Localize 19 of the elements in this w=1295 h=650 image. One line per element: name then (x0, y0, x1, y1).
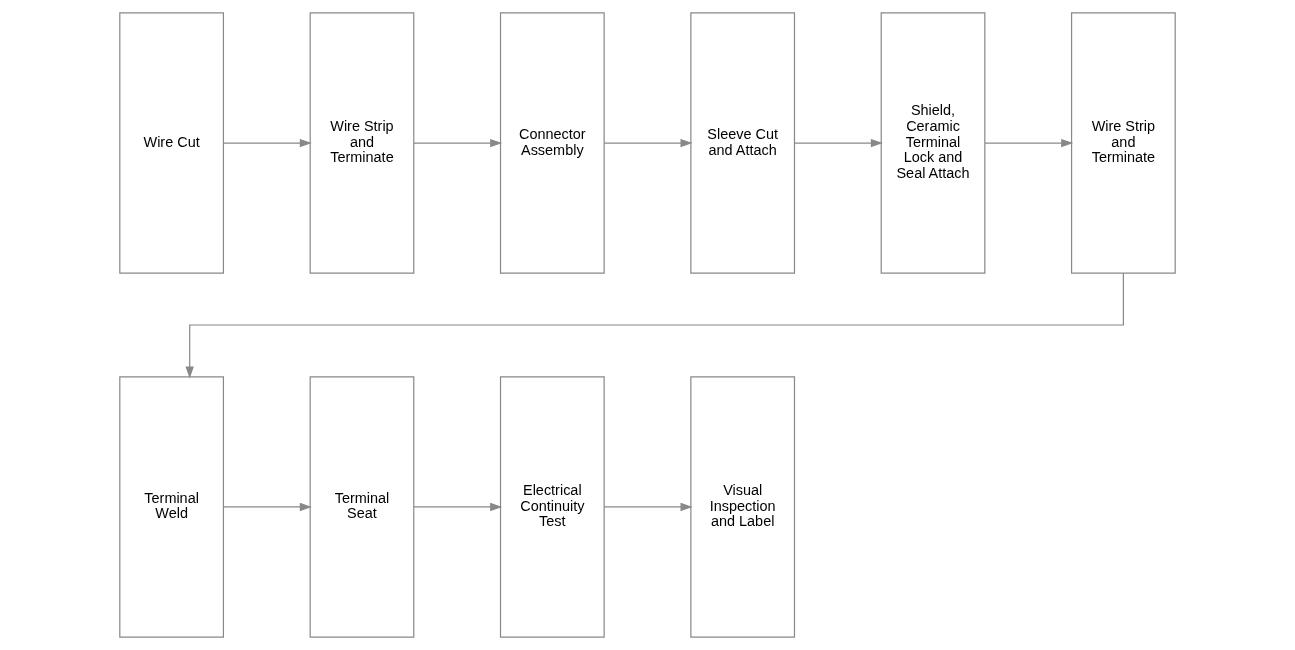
arrow (603, 138, 693, 148)
arrow (413, 502, 503, 512)
node-box: Wire Strip and Terminate (309, 12, 415, 274)
node-box: Wire Cut (119, 12, 225, 274)
arrow (984, 138, 1074, 148)
node-box: Connector Assembly (499, 12, 605, 274)
arrow (603, 502, 693, 512)
arrow (185, 272, 1124, 379)
node-box: Electrical Continuity Test (499, 376, 605, 638)
arrow (223, 502, 312, 512)
node-box: Sleeve Cut and Attach (690, 12, 796, 274)
node-box: Wire Strip and Terminate (1070, 12, 1176, 274)
arrow (413, 138, 503, 148)
node-box: Terminal Weld (119, 376, 225, 638)
node-box: Visual Inspection and Label (690, 376, 796, 638)
node-box: Terminal Seat (309, 376, 415, 638)
arrow (794, 138, 883, 148)
arrow (223, 138, 312, 148)
node-box: Shield, Ceramic Terminal Lock and Seal Attach (880, 12, 986, 274)
